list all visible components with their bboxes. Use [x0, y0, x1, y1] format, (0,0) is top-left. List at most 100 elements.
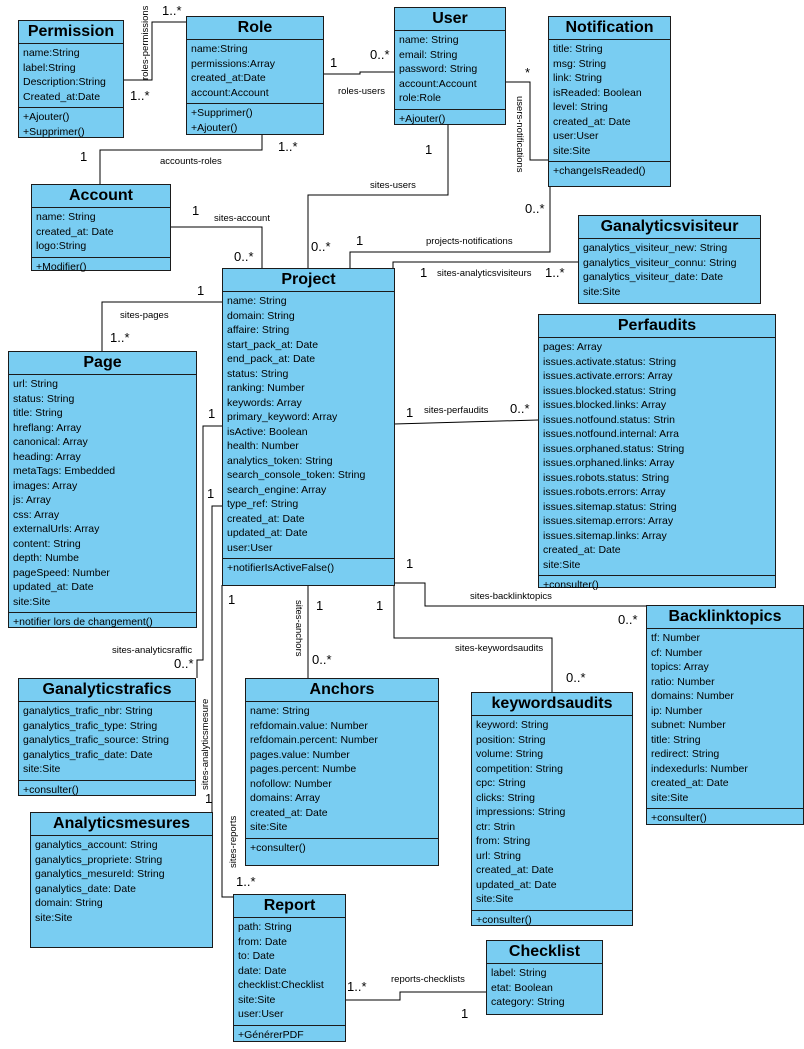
- mult-mesure-projects: 1: [205, 791, 213, 806]
- mult-project-anchors: 1: [316, 598, 324, 613]
- operation-row: +Modifier(): [36, 260, 87, 273]
- mult-keyword-projects: 0..*: [566, 670, 586, 685]
- operation-row: +consulter(): [651, 812, 707, 824]
- anchors-operations: +consulter(): [246, 839, 438, 858]
- attribute-row: issues.activate.errors: Array: [543, 370, 673, 382]
- ganalyticsvisiteur-class-title: Ganalyticsvisiteur: [579, 216, 760, 239]
- attribute-row: url: String: [476, 849, 521, 862]
- mult-anchor-projects: 0..*: [312, 652, 332, 667]
- attribute-row: permissions:Array: [191, 57, 276, 70]
- notification-class-title: Notification: [549, 17, 670, 40]
- attribute-row: level: String: [553, 101, 608, 113]
- project-operations: +notifierIsActiveFalse(): [223, 559, 394, 578]
- accounts-roles-line: [99, 135, 263, 184]
- attribute-row: ganalytics_mesureId: String: [35, 868, 165, 880]
- attribute-row: isReaded: Boolean: [553, 86, 642, 99]
- attribute-row: created_at: Date: [553, 115, 631, 128]
- attribute-row: Created_at:Date: [23, 90, 101, 103]
- mult-user-sites: 1: [425, 142, 433, 157]
- attribute-row: site:Site: [553, 144, 591, 157]
- attribute-row: name: String: [227, 295, 287, 307]
- attribute-row: domain: String: [227, 309, 295, 322]
- sites-analyticsmesure-line: [211, 505, 222, 812]
- attribute-row: search_engine: Array: [227, 483, 327, 496]
- attribute-row: issues.notfound.status: Strin: [543, 413, 675, 426]
- attribute-row: tf: Number: [651, 632, 701, 644]
- mult-page-projects: 1..*: [110, 330, 130, 345]
- assoc-label-sites-anchors: sites-anchors: [293, 600, 304, 657]
- attribute-row: keywords: Array: [227, 396, 302, 409]
- attribute-row: ratio: Number: [651, 675, 715, 688]
- assoc-label-sites-reports: sites-reports: [228, 815, 239, 868]
- user-class-title: User: [395, 8, 505, 31]
- attribute-row: pages.value: Number: [250, 748, 350, 761]
- mult-role-permissions: 1..*: [162, 3, 182, 18]
- attribute-row: images: Array: [13, 479, 78, 492]
- role-class-title: Role: [187, 17, 323, 40]
- attribute-row: pages: Array: [543, 341, 602, 353]
- attribute-row: label: String: [491, 967, 547, 979]
- attribute-row: user:User: [553, 130, 599, 142]
- mult-backlink-projects: 0..*: [618, 612, 638, 627]
- mult-report-projects: 1..*: [236, 874, 256, 889]
- mult-project-users: 0..*: [311, 239, 331, 254]
- attribute-row: account:Account: [399, 77, 477, 90]
- sites-pages-line: [101, 301, 222, 351]
- assoc-label-sites-users: sites-users: [370, 180, 416, 191]
- attribute-row: issues.orphaned.status: String: [543, 442, 685, 455]
- attribute-row: indexedurls: Number: [651, 762, 748, 775]
- attribute-row: ganalytics_trafic_type: String: [23, 719, 158, 732]
- operation-row: +notifierIsActiveFalse(): [227, 562, 335, 574]
- operation-row: +consulter(): [543, 579, 599, 591]
- sites-perfaudits-line: [393, 419, 539, 425]
- mult-project-mesures: 1: [207, 486, 215, 501]
- attribute-row: topics: Array: [651, 661, 709, 673]
- attribute-row: url: String: [13, 378, 58, 390]
- attribute-row: Description:String: [23, 76, 106, 88]
- attribute-row: domains: Array: [250, 792, 321, 804]
- attribute-row: password: String: [399, 63, 478, 75]
- mult-notification-users: *: [525, 65, 531, 80]
- attribute-row: metaTags: Embedded: [13, 465, 116, 477]
- attribute-row: heading: Array: [13, 450, 81, 463]
- attribute-row: ganalytics_date: Date: [35, 882, 136, 895]
- ganalyticstrafics-operations: +consulter(): [19, 781, 195, 800]
- perfaudits-operations: +consulter(): [539, 576, 775, 595]
- attribute-row: updated_at: Date: [13, 581, 94, 593]
- attribute-row: ganalytics_account: String: [35, 839, 158, 851]
- attribute-row: primary_keyword: Array: [227, 411, 338, 423]
- mult-account-sites: 1: [192, 203, 200, 218]
- attribute-row: start_pack_at: Date: [227, 338, 319, 351]
- attribute-row: title: String: [553, 43, 603, 55]
- attribute-row: created_at: Date: [36, 225, 114, 238]
- attribute-row: issues.sitemap.status: String: [543, 500, 677, 513]
- attribute-row: isActive: Boolean: [227, 425, 308, 438]
- attribute-row: issues.blocked.status: String: [543, 384, 677, 397]
- attribute-row: css: Array: [13, 508, 60, 521]
- sites-users-line: [307, 125, 449, 268]
- sites-reports-line: [221, 585, 233, 898]
- attribute-row: user:User: [238, 1008, 284, 1020]
